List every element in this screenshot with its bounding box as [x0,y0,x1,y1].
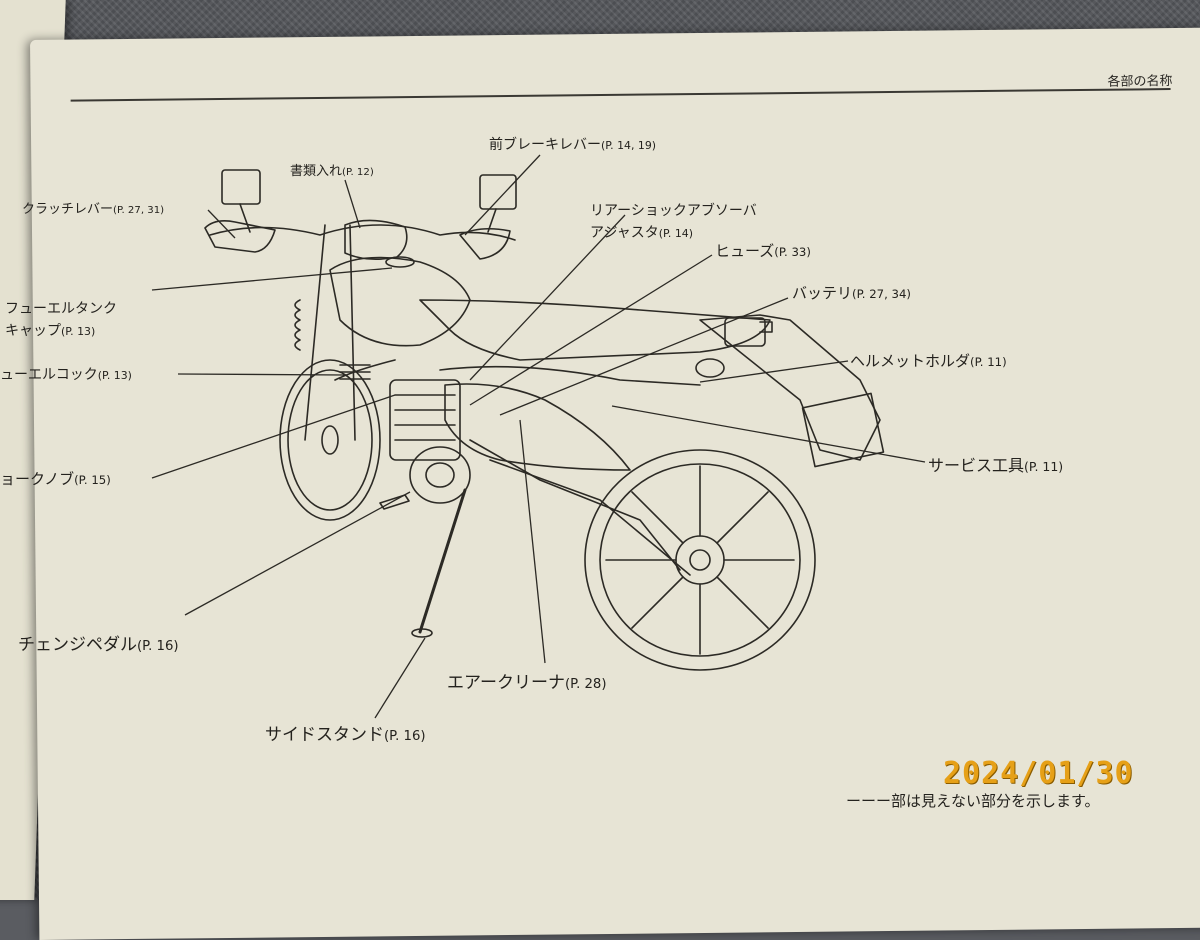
label-fuel-cock: ューエルコック(P. 13) [0,367,132,383]
leader-lines [151,154,926,719]
license-plate [801,392,885,468]
motorcycle-diagram [151,154,926,719]
rear-fender [699,314,881,461]
change-pedal-shape [379,494,410,510]
right-handguard [459,227,511,260]
left-mirror [221,169,261,205]
label-helmet-holder: ヘルメットホルダ(P. 11) [850,352,1007,370]
exhaust [439,365,701,386]
tank-cap [385,256,415,268]
engine [389,379,471,504]
seat [419,299,771,361]
label-clutch-lever: クラッチレバー(P. 27, 31) [22,202,165,217]
date-stamp: 2024/01/30 [943,756,1134,791]
label-change-pedal: チェンジペダル(P. 16) [18,635,179,655]
side-cover [444,383,631,471]
left-handguard [204,220,276,253]
rear-wheel [584,449,816,671]
label-front-brake-lever: 前ブレーキレバー(P. 14, 19) [489,137,657,153]
frame-left [334,359,396,381]
label-battery: バッテリ(P. 27, 34) [792,284,911,302]
label-fuse: ヒューズ(P. 33) [715,242,811,260]
label-air-cleaner: エアークリーナ(P. 28) [447,673,607,693]
fork-spring [294,299,301,351]
front-wheel [279,359,381,521]
swingarm [469,439,681,571]
chain [489,459,691,576]
label-choke-knob: ョークノブ(P. 15) [0,470,111,488]
side-stand-shape [418,488,467,634]
front-fork [304,224,356,441]
handlebar [209,224,516,241]
footnote: ーーー部は見えない部分を示します。 [846,792,1100,810]
label-service-tools: サービス工具(P. 11) [928,456,1064,475]
right-mirror [479,174,517,210]
label-rear-shock-adjuster: リアーショックアブソーバ アジャスタ(P. 14) [590,203,757,241]
label-fuel-tank-cap: フューエルタンク キャップ(P. 13) [5,301,117,339]
cock-stripes [339,364,371,380]
label-side-stand: サイドスタンド(P. 16) [265,725,426,745]
label-document-case: 書類入れ(P. 12) [290,164,374,179]
